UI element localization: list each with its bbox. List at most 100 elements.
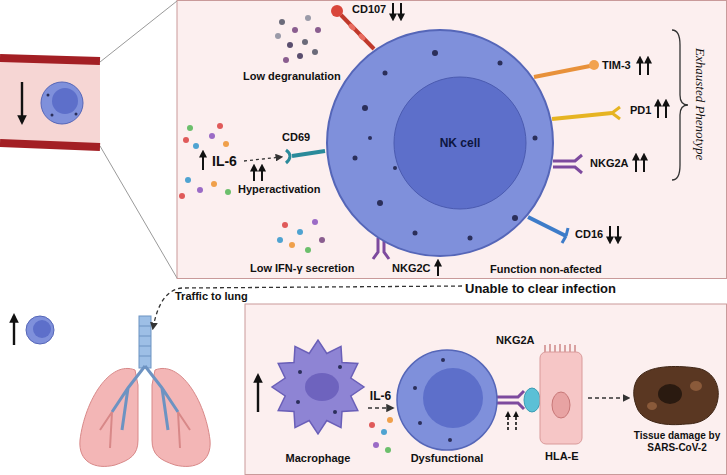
receptors-part	[553, 155, 582, 173]
node-label: Macrophage	[270, 452, 366, 465]
lung-scene-part	[385, 447, 391, 453]
lung-scene-part	[545, 344, 575, 352]
cytokine-dots-part	[211, 181, 217, 187]
panels-part	[100, 1, 177, 62]
annotation-label: Low degranulation	[243, 70, 341, 83]
receptors-part	[341, 15, 374, 49]
annotation-label: PD1	[630, 104, 651, 117]
lung-scene-part	[373, 442, 379, 448]
annotation-label: CD107	[352, 3, 386, 16]
ifn-dots-part	[282, 222, 288, 228]
annotation-label: HLA-E	[545, 450, 579, 463]
annotation-label: Hyperactivation	[238, 183, 321, 196]
blood-vessel-part	[52, 88, 78, 114]
connector-label: IL-6	[368, 389, 393, 403]
blood-vessel-part	[0, 60, 100, 145]
receptors-part	[400, 3, 402, 19]
cytokine-dots-part	[183, 137, 189, 143]
cytokine-dots-part	[197, 187, 203, 193]
cytokine-dots-part	[179, 193, 185, 199]
lung-scene-part	[495, 391, 524, 409]
ifn-dots	[277, 219, 325, 253]
blood-vessel-part	[21, 82, 23, 122]
cytokine-dots-part	[225, 189, 231, 195]
receptors-part	[286, 150, 290, 163]
blood-vessel-part	[47, 94, 50, 97]
cytokine-dots-part	[244, 157, 281, 161]
lung-scene-part	[369, 422, 375, 428]
receptors-part	[347, 22, 356, 31]
degranulation-dots-part	[305, 15, 311, 21]
receptors-part	[672, 30, 688, 180]
macrophage-cell: Macrophage	[270, 332, 366, 470]
degranulation-dots-part	[283, 57, 289, 63]
cytokine-dots-part	[253, 166, 255, 181]
lung-organ-part	[26, 316, 54, 344]
panels-part	[100, 146, 177, 278]
lung-organ-part	[139, 346, 151, 347]
receptors-part	[635, 155, 637, 172]
annotation-label: TIM-3	[602, 59, 631, 72]
degranulation-dots-part	[292, 27, 298, 33]
panels	[100, 1, 727, 475]
degranulation-dots-part	[287, 42, 293, 48]
lung-scene-part	[515, 413, 517, 430]
node-label: NK cell	[440, 136, 481, 150]
annotation-label: NKG2C	[392, 262, 431, 275]
lung-scene-part	[387, 417, 393, 423]
lung-organ-part	[112, 366, 178, 430]
receptors-part	[552, 113, 612, 119]
receptors-part	[639, 58, 641, 75]
lung-scene-part	[257, 376, 259, 412]
dysfunctional-cell: Dysfunctional	[395, 348, 499, 468]
degranulation-dots-part	[302, 39, 308, 45]
lung-scene-part	[540, 352, 582, 444]
receptors-part	[609, 226, 611, 242]
node-label: Tissue damage by SARS-CoV-2	[632, 430, 722, 454]
ifn-dots-part	[277, 237, 283, 243]
ifn-dots-part	[289, 242, 295, 248]
receptors-part	[665, 101, 667, 118]
receptors-part	[643, 155, 645, 172]
blood-vessel-part	[51, 114, 54, 117]
lung-organ-part	[139, 336, 151, 337]
receptors-part	[528, 217, 566, 236]
ifn-dots-part	[319, 237, 325, 243]
ifn-dots-part	[312, 219, 318, 225]
blood-vessel	[0, 58, 100, 147]
annotation-label: NKG2A	[590, 157, 629, 170]
lung-scene-part	[588, 397, 628, 398]
lung-organ-part	[100, 412, 190, 448]
annotation-label: Unable to clear infection	[465, 281, 616, 297]
annotation-label: Low IFN-γ secretion	[250, 262, 355, 275]
dashed-connector	[368, 407, 393, 408]
receptors-part	[357, 32, 366, 41]
annotation-label: NKG2A	[496, 334, 535, 347]
blood-vessel-part	[0, 143, 100, 147]
lung-organ-part	[139, 326, 151, 327]
annotation-label: CD69	[282, 131, 310, 144]
cytokine-dots-part	[209, 133, 215, 139]
receptors-part	[534, 66, 590, 77]
blood-vessel-part	[0, 58, 100, 61]
cytokine-dots-part	[193, 143, 199, 149]
receptors-part	[331, 5, 343, 17]
annotation-label: IL-6	[212, 153, 237, 170]
panels-part	[245, 304, 727, 475]
receptors-part	[392, 3, 394, 19]
lung-organ-part	[13, 316, 15, 345]
lung-scene-part	[552, 392, 570, 418]
node-label: Dysfunctional	[395, 452, 499, 465]
traffic-arrow	[153, 286, 462, 328]
receptors-part	[647, 58, 649, 75]
lung-organ-part	[139, 316, 151, 368]
degranulation-dots-part	[297, 53, 303, 59]
receptors-part	[437, 261, 439, 276]
panels-part	[177, 1, 727, 279]
lung-organ	[14, 316, 210, 466]
cytokine-dots-part	[202, 152, 204, 170]
blood-vessel-part	[41, 82, 83, 124]
degranulation-dots-part	[279, 19, 285, 25]
blood-vessel-part	[75, 113, 78, 116]
macrophage-shape	[270, 332, 366, 470]
